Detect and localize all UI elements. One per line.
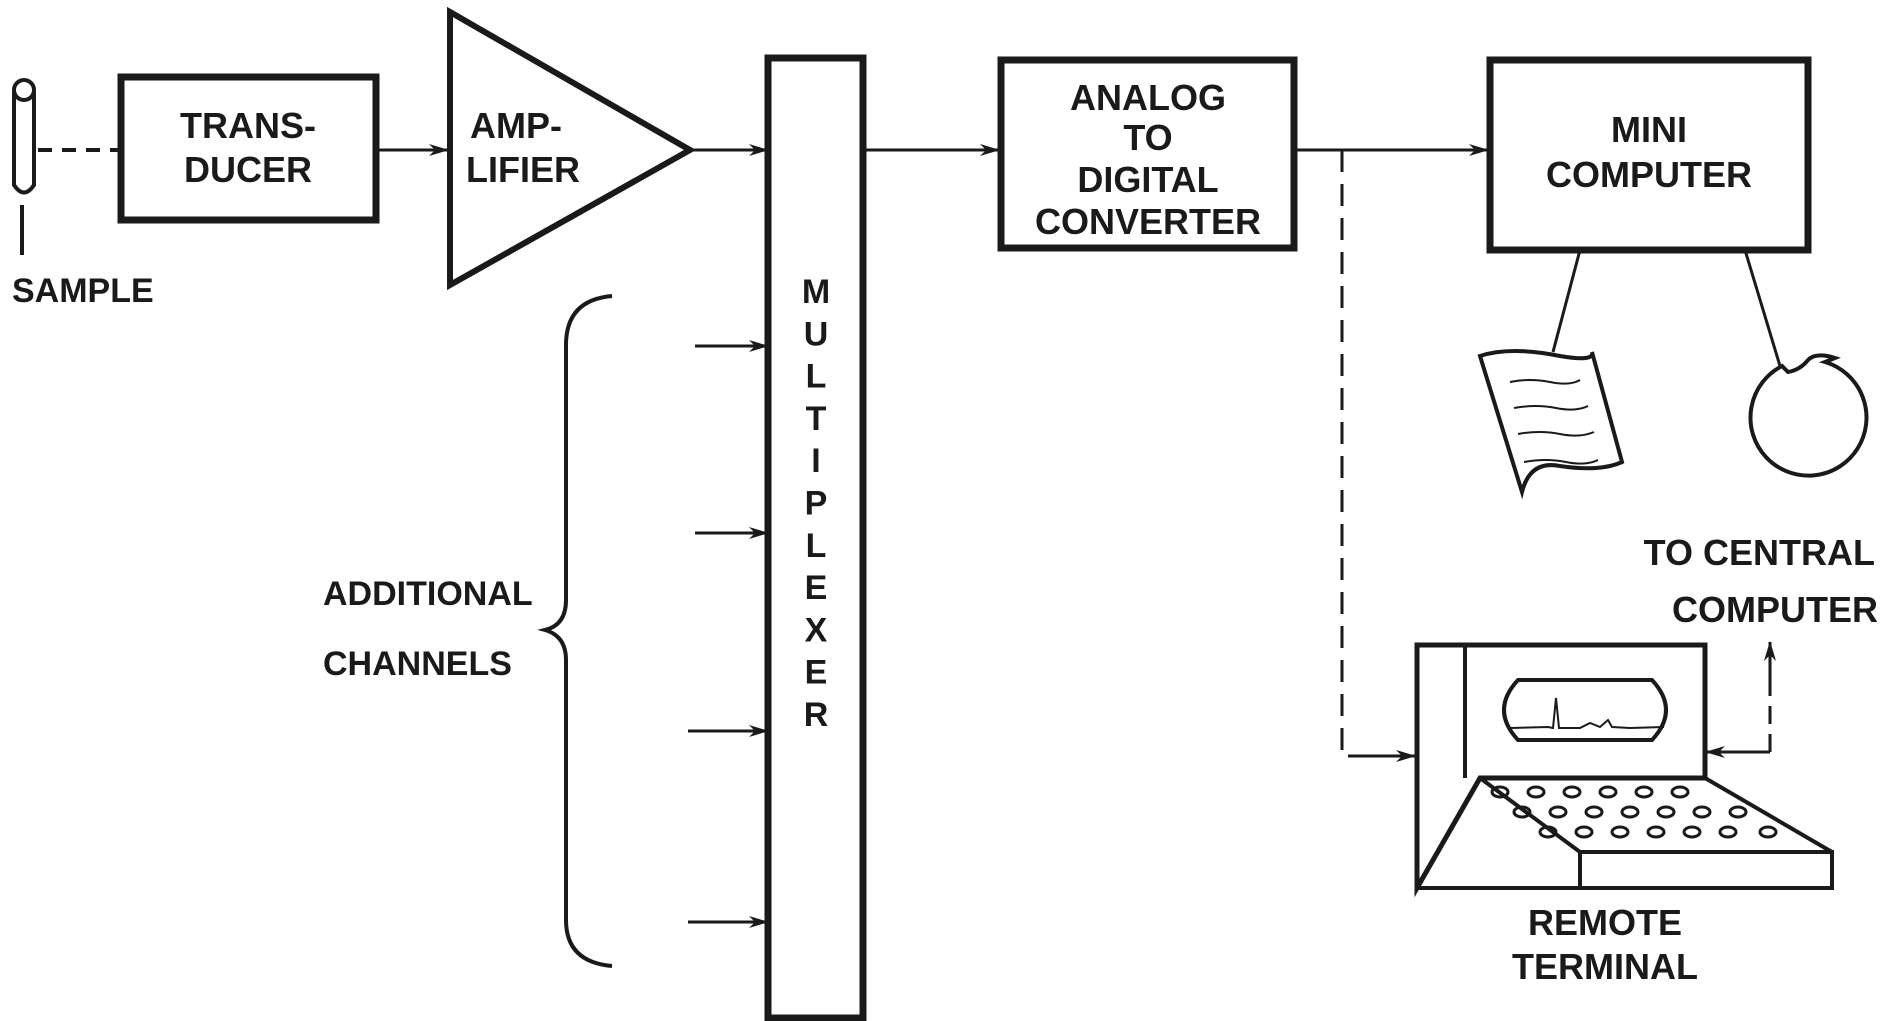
keyboard-key-icon [1672,787,1688,797]
central-computer-label-2: COMPUTER [1672,589,1878,630]
multiplexer-letter: E [805,654,828,692]
multiplexer-letter: T [806,400,827,438]
storage-link-line [1745,250,1780,366]
transducer-label-2: DUCER [184,149,312,190]
keyboard-key-icon [1586,807,1602,817]
keyboard-key-icon [1600,787,1616,797]
multiplexer-letter: R [804,696,829,734]
multiplexer-letter: M [802,273,830,311]
printer-link-line [1553,250,1580,352]
amplifier-label-2: LIFIER [466,149,580,190]
printout-paper-icon [1480,351,1622,492]
remote-terminal-label-1: REMOTE [1528,902,1682,943]
multiplexer-letter: L [806,358,827,396]
adc-terminal-dashed-line [1342,150,1358,756]
minicomputer-label-1: MINI [1611,109,1687,150]
keyboard-key-icon [1622,807,1638,817]
adc-label-4: CONVERTER [1035,201,1261,242]
additional-channels-label-2: CHANNELS [323,645,512,683]
sample-label: SAMPLE [12,272,154,310]
keyboard-key-icon [1576,827,1592,837]
amplifier-label-1: AMP- [470,105,562,146]
multiplexer-letter: P [805,485,828,523]
keyboard-key-icon [1564,787,1580,797]
remote-terminal-label-2: TERMINAL [1512,946,1698,987]
multiplexer-letter: E [805,569,828,607]
minicomputer-label-2: COMPUTER [1546,154,1752,195]
sample-tube-icon [14,80,34,255]
multiplexer-letter: X [805,611,828,649]
multiplexer-letter: I [811,442,820,480]
keyboard-key-icon [1648,827,1664,837]
keyboard-key-icon [1720,827,1736,837]
multiplexer-letter: U [804,315,829,353]
keyboard-key-icon [1658,807,1674,817]
additional-channels-brace [545,296,612,966]
central-computer-label-1: TO CENTRAL [1644,532,1875,573]
keyboard-key-icon [1760,827,1776,837]
keyboard-key-icon [1694,807,1710,817]
adc-label-1: ANALOG [1070,77,1226,118]
multiplexer-letter: L [806,527,827,565]
keyboard-key-icon [1550,807,1566,817]
keyboard-key-icon [1528,787,1544,797]
adc-label-3: DIGITAL [1077,159,1218,200]
storage-reel-icon [1750,355,1866,475]
keyboard-key-icon [1636,787,1652,797]
transducer-label-1: TRANS- [180,105,316,146]
keyboard-key-icon [1612,827,1628,837]
keyboard-key-icon [1730,807,1746,817]
additional-channels-label-1: ADDITIONAL [323,575,533,613]
keyboard-key-icon [1684,827,1700,837]
adc-label-2: TO [1123,117,1172,158]
